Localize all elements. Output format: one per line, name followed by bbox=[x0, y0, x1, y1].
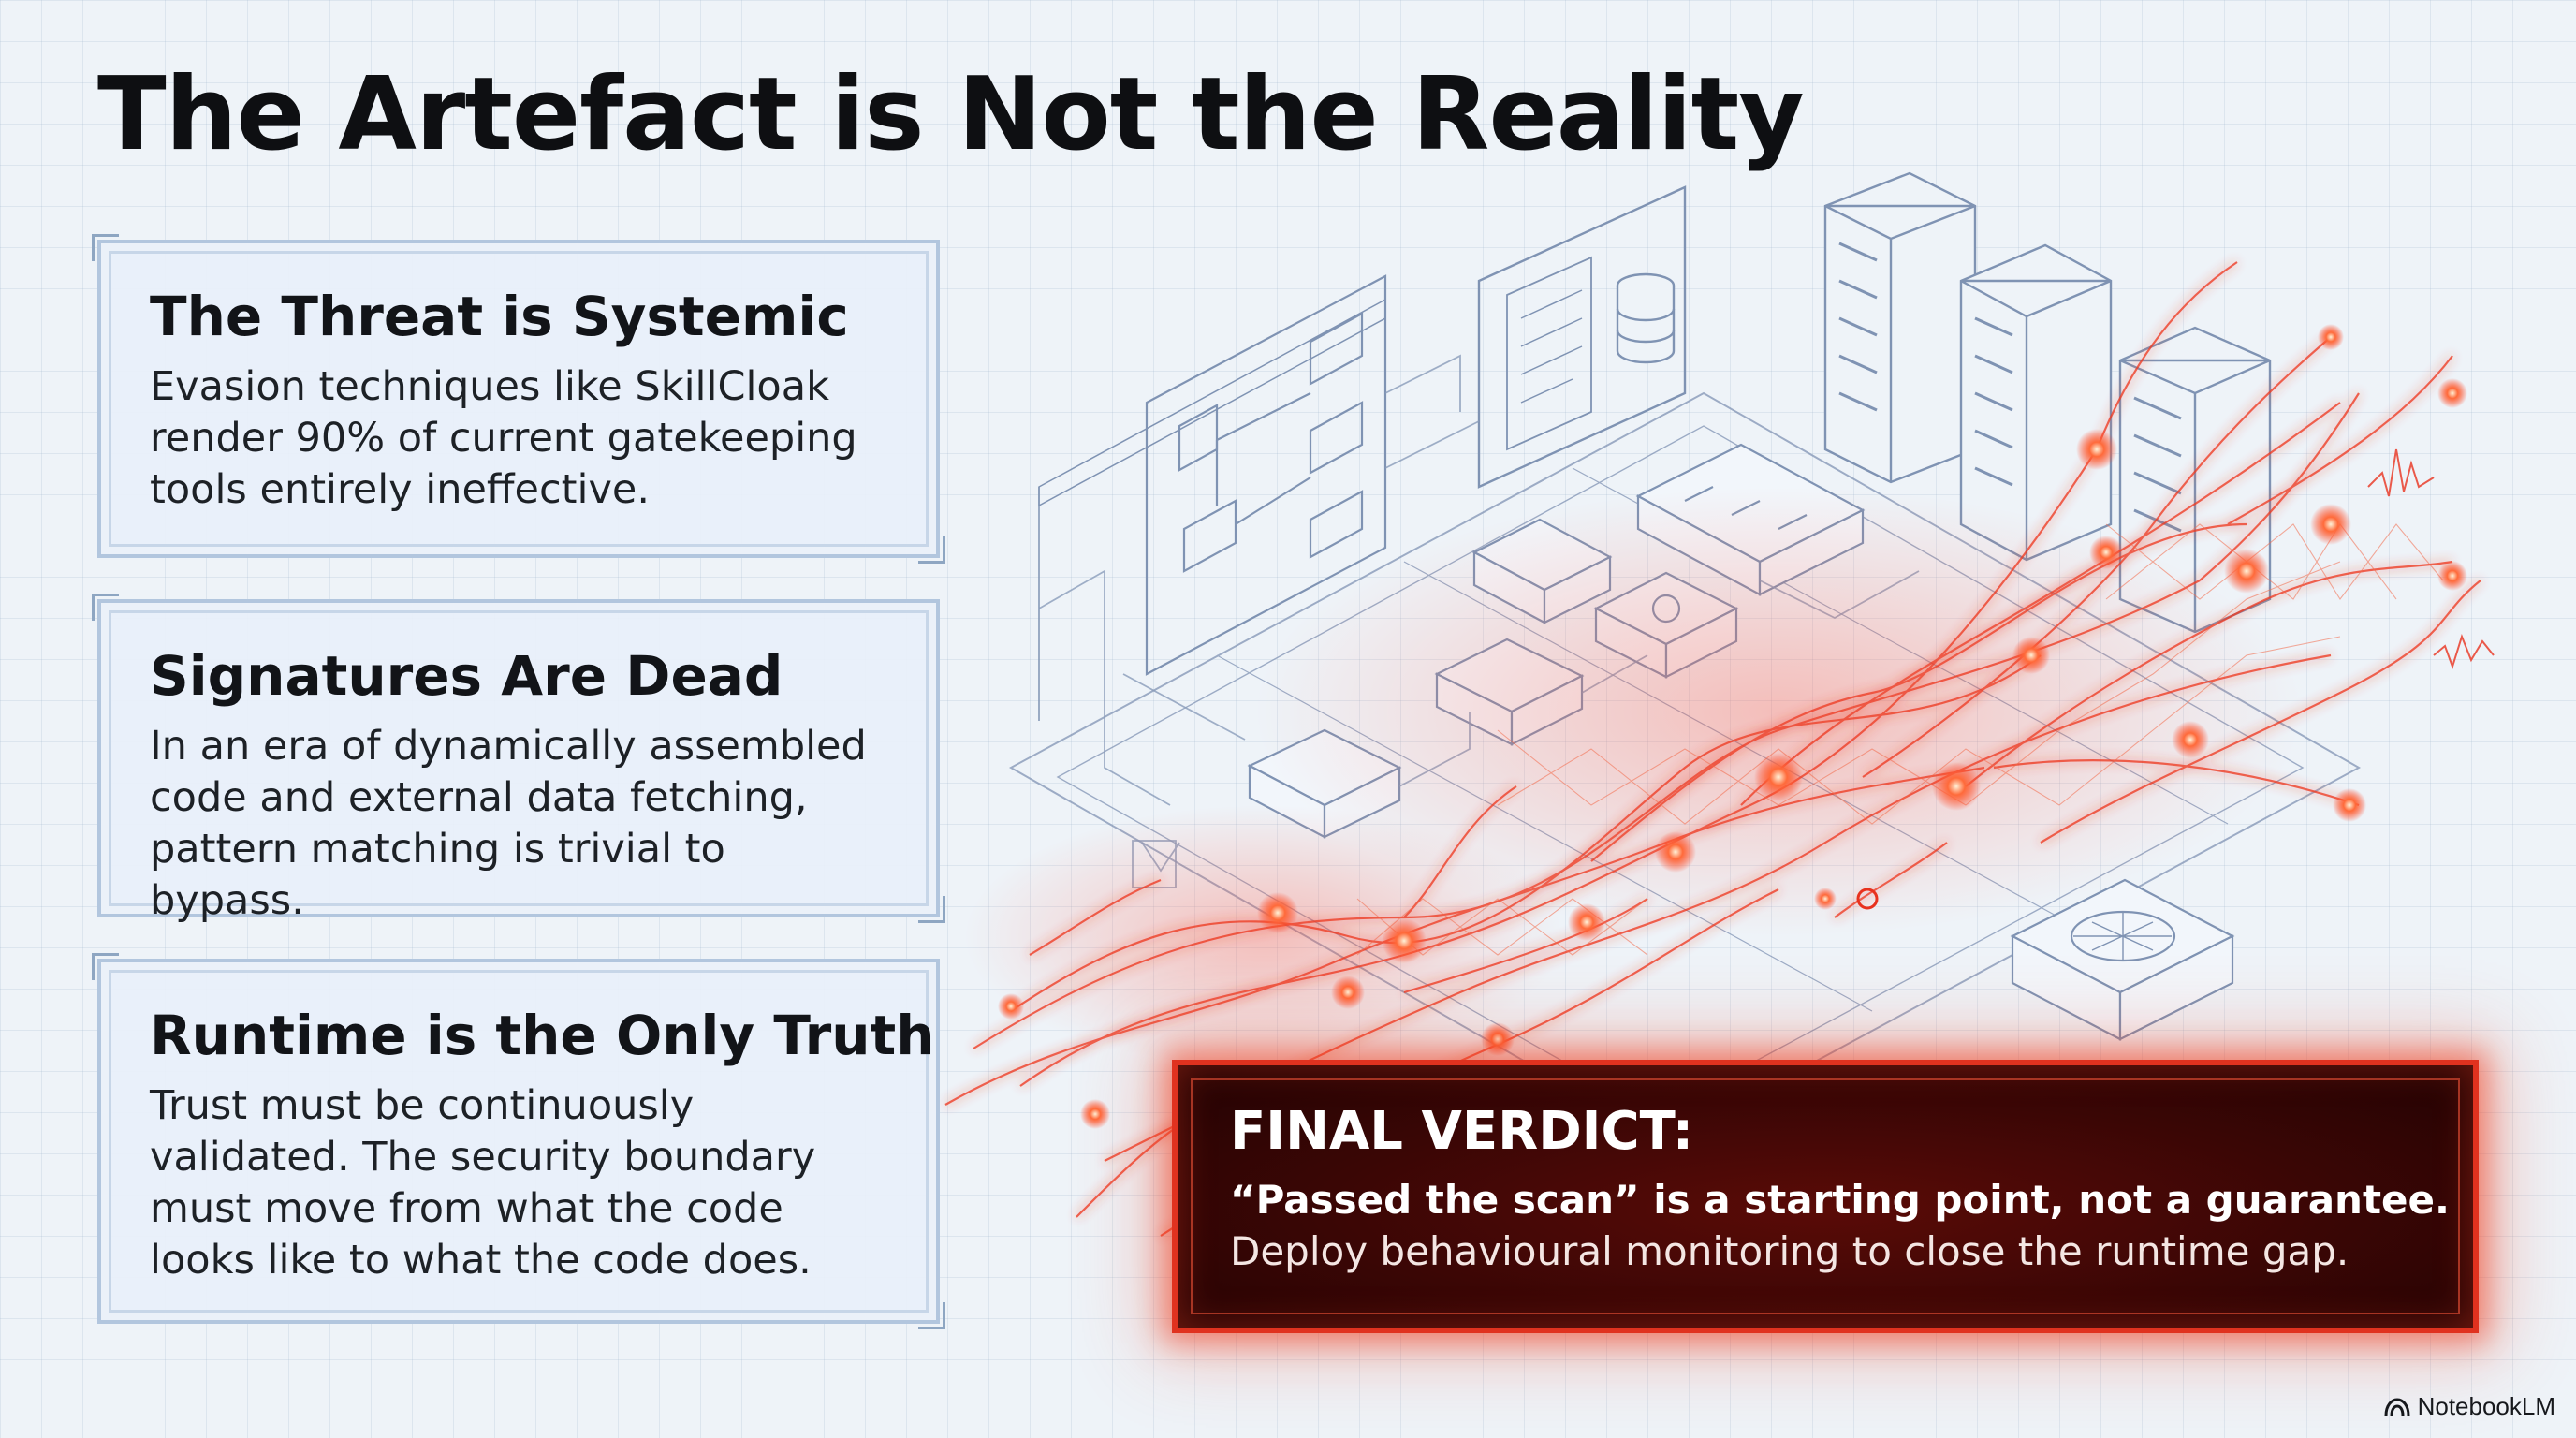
notebooklm-logo-icon bbox=[2384, 1397, 2410, 1416]
signatures-dead-card: Signatures Are Dead In an era of dynamic… bbox=[92, 594, 945, 924]
runtime-truth-card: Runtime is the Only Truth Trust must be … bbox=[92, 953, 945, 1329]
threat-nodes bbox=[998, 324, 2467, 1129]
signal-waveform bbox=[2367, 448, 2495, 670]
threat-systemic-card: The Threat is Systemic Evasion technique… bbox=[92, 234, 945, 564]
globe-chip-icon bbox=[2010, 878, 2235, 1041]
server-rack-icon bbox=[1823, 171, 1977, 484]
verdict-recommendation: Deploy behavioural monitoring to close t… bbox=[1230, 1228, 2349, 1274]
database-icon bbox=[1616, 272, 1676, 364]
card-heading: Signatures Are Dead bbox=[150, 644, 783, 708]
card-heading: The Threat is Systemic bbox=[150, 285, 849, 348]
brand-label: NotebookLM bbox=[2417, 1392, 2555, 1420]
card-body: Trust must be continuously validated. Th… bbox=[150, 1082, 816, 1284]
card-heading: Runtime is the Only Truth bbox=[150, 1004, 935, 1067]
final-verdict-box: FINAL VERDICT: “Passed the scan” is a st… bbox=[1172, 1060, 2479, 1333]
page-title: The Artefact is Not the Reality bbox=[97, 56, 1805, 173]
card-body: Evasion techniques like SkillCloak rende… bbox=[150, 363, 857, 513]
brand-watermark: NotebookLM bbox=[2384, 1392, 2555, 1421]
monitor-icon bbox=[1477, 185, 1687, 489]
verdict-statement: “Passed the scan” is a starting point, n… bbox=[1230, 1177, 2450, 1223]
flow-diagram-panel bbox=[1038, 274, 1387, 721]
verdict-heading: FINAL VERDICT: bbox=[1230, 1101, 1694, 1162]
card-body: In an era of dynamically assembled code … bbox=[150, 723, 867, 924]
